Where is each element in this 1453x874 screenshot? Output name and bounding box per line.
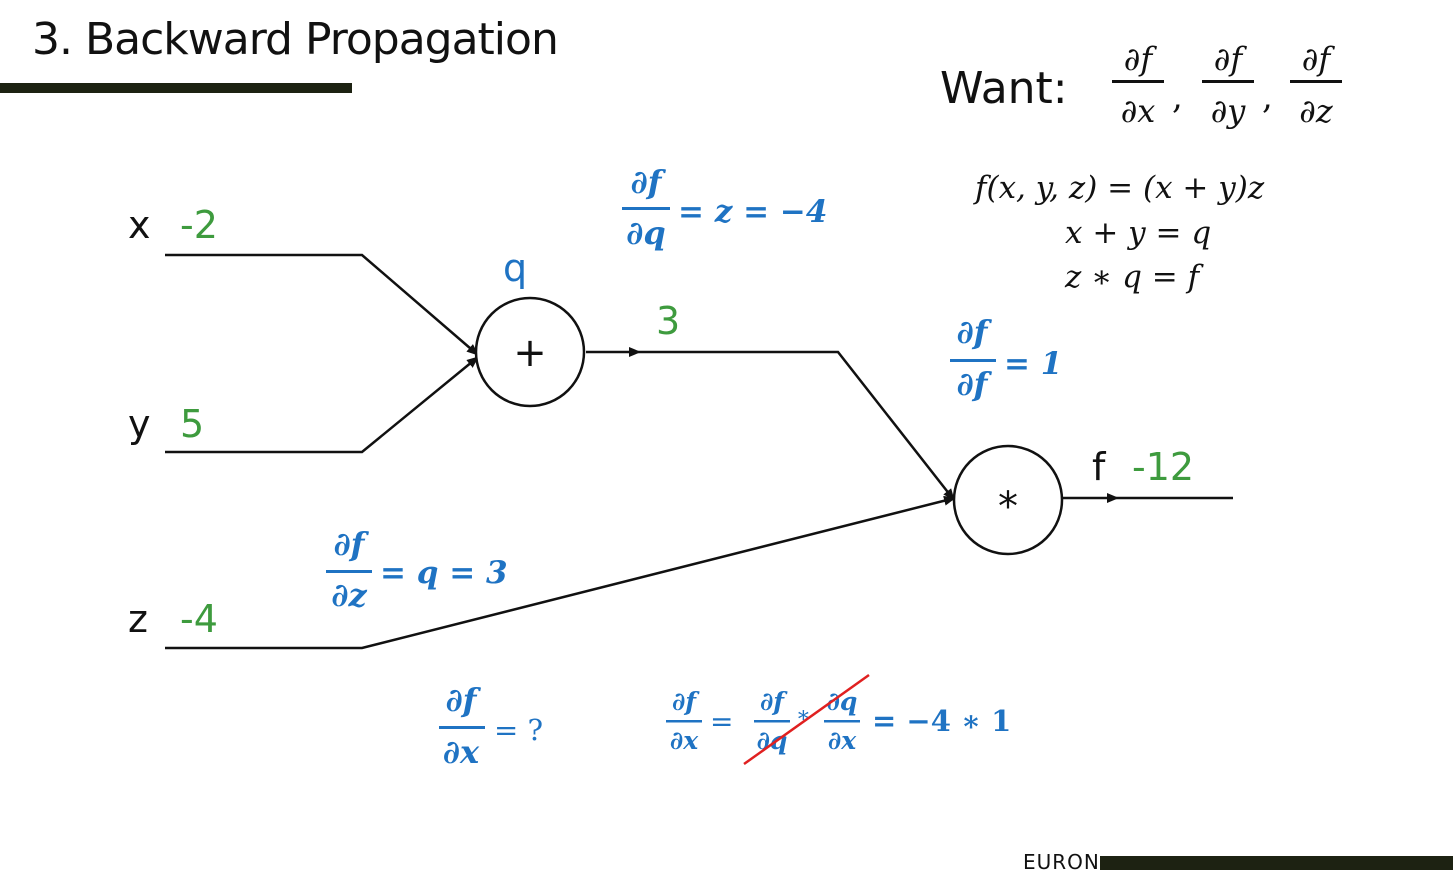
annotation-dfdq: ∂f ∂q = z = −4	[622, 163, 827, 252]
dfdq-rhs: = z = −4	[678, 194, 827, 230]
annotation-dfdz: ∂f ∂z = q = 3	[326, 525, 508, 614]
q-value: 3	[656, 299, 680, 343]
annotation-dfdf: ∂f ∂f = 1	[950, 313, 1062, 403]
want-den-x: ∂x	[1121, 92, 1156, 130]
frac-bar	[1202, 80, 1254, 83]
mult-symbol: *	[998, 484, 1018, 530]
want-comma-1: ,	[1172, 77, 1183, 117]
mult-node: *	[952, 444, 1064, 556]
dfdz-rhs: = q = 3	[380, 555, 508, 591]
want-header: Want: ∂f ∂x , ∂f ∂y , ∂f ∂z	[940, 40, 1342, 130]
plus-symbol: +	[513, 330, 547, 376]
want-num-z: ∂f	[1302, 40, 1336, 78]
chain-rhs: = −4 ∗ 1	[872, 704, 1011, 738]
dfdz-den: ∂z	[331, 576, 367, 614]
want-comma-2: ,	[1262, 77, 1273, 117]
frac-bar	[824, 720, 860, 723]
equation-q: x + y = q	[1065, 215, 1211, 251]
want-den-y: ∂y	[1211, 92, 1247, 130]
var-x-value: -2	[180, 203, 218, 247]
dfdx-den: ∂x	[443, 733, 480, 771]
want-frac-z: ∂f ∂z	[1290, 40, 1342, 130]
chain-eq: =	[710, 705, 733, 738]
edge-x-to-plus	[165, 253, 479, 356]
want-frac-y: ∂f ∂y	[1202, 40, 1254, 130]
equation-zq: z ∗ q = f	[1064, 259, 1205, 295]
dfdz-num: ∂f	[334, 525, 370, 563]
dfdf-den: ∂f	[957, 365, 993, 403]
frac-bar	[326, 570, 372, 573]
slide-title: 3. Backward Propagation	[32, 14, 559, 65]
var-y-label: y	[128, 402, 151, 446]
want-num-y: ∂f	[1214, 40, 1248, 78]
equation-f: f(x, y, z) = (x + y)z	[973, 170, 1265, 206]
q-label: q	[503, 246, 527, 290]
chain-times: ∗	[796, 703, 811, 728]
var-x-label: x	[128, 203, 151, 247]
dfdf-rhs: = 1	[1004, 346, 1062, 382]
frac-bar	[754, 720, 790, 723]
frac-bar	[622, 207, 670, 210]
footer-bar	[1100, 856, 1453, 870]
edge-y-to-plus	[165, 356, 479, 454]
frac-bar	[666, 720, 702, 723]
annotation-dfdx: ∂f ∂x = ?	[439, 681, 543, 771]
f-value: -12	[1132, 445, 1194, 489]
annotation-chain-rule: ∂f ∂x = ∂f ∂q ∗ ∂q ∂x = −4 ∗ 1	[666, 673, 1011, 766]
frac-bar	[1290, 80, 1342, 83]
title-underline	[0, 83, 352, 93]
strike-through-line	[743, 673, 870, 766]
want-label: Want:	[940, 63, 1068, 114]
dfdf-num: ∂f	[957, 313, 993, 351]
chain-den-3: ∂x	[828, 726, 857, 755]
dfdx-num: ∂f	[446, 681, 482, 719]
dfdx-rhs: = ?	[494, 713, 543, 747]
dfdq-num: ∂f	[631, 163, 667, 201]
frac-bar	[439, 726, 485, 729]
chain-den-1: ∂x	[670, 726, 699, 755]
var-z-label: z	[128, 597, 148, 641]
var-y-value: 5	[180, 402, 204, 446]
var-z-value: -4	[180, 597, 218, 641]
want-frac-x: ∂f ∂x	[1112, 40, 1164, 130]
edge-q-to-mult	[640, 350, 955, 501]
chain-num-1: ∂f	[672, 687, 700, 716]
frac-bar	[950, 359, 996, 362]
f-label: f	[1092, 445, 1107, 489]
frac-bar	[1112, 80, 1164, 83]
dfdq-den: ∂q	[626, 214, 665, 252]
want-den-z: ∂z	[1299, 92, 1334, 130]
chain-num-2: ∂f	[760, 687, 788, 716]
edge-z-to-mult	[165, 495, 956, 650]
plus-node: +	[474, 296, 586, 408]
want-num-x: ∂f	[1124, 40, 1158, 78]
